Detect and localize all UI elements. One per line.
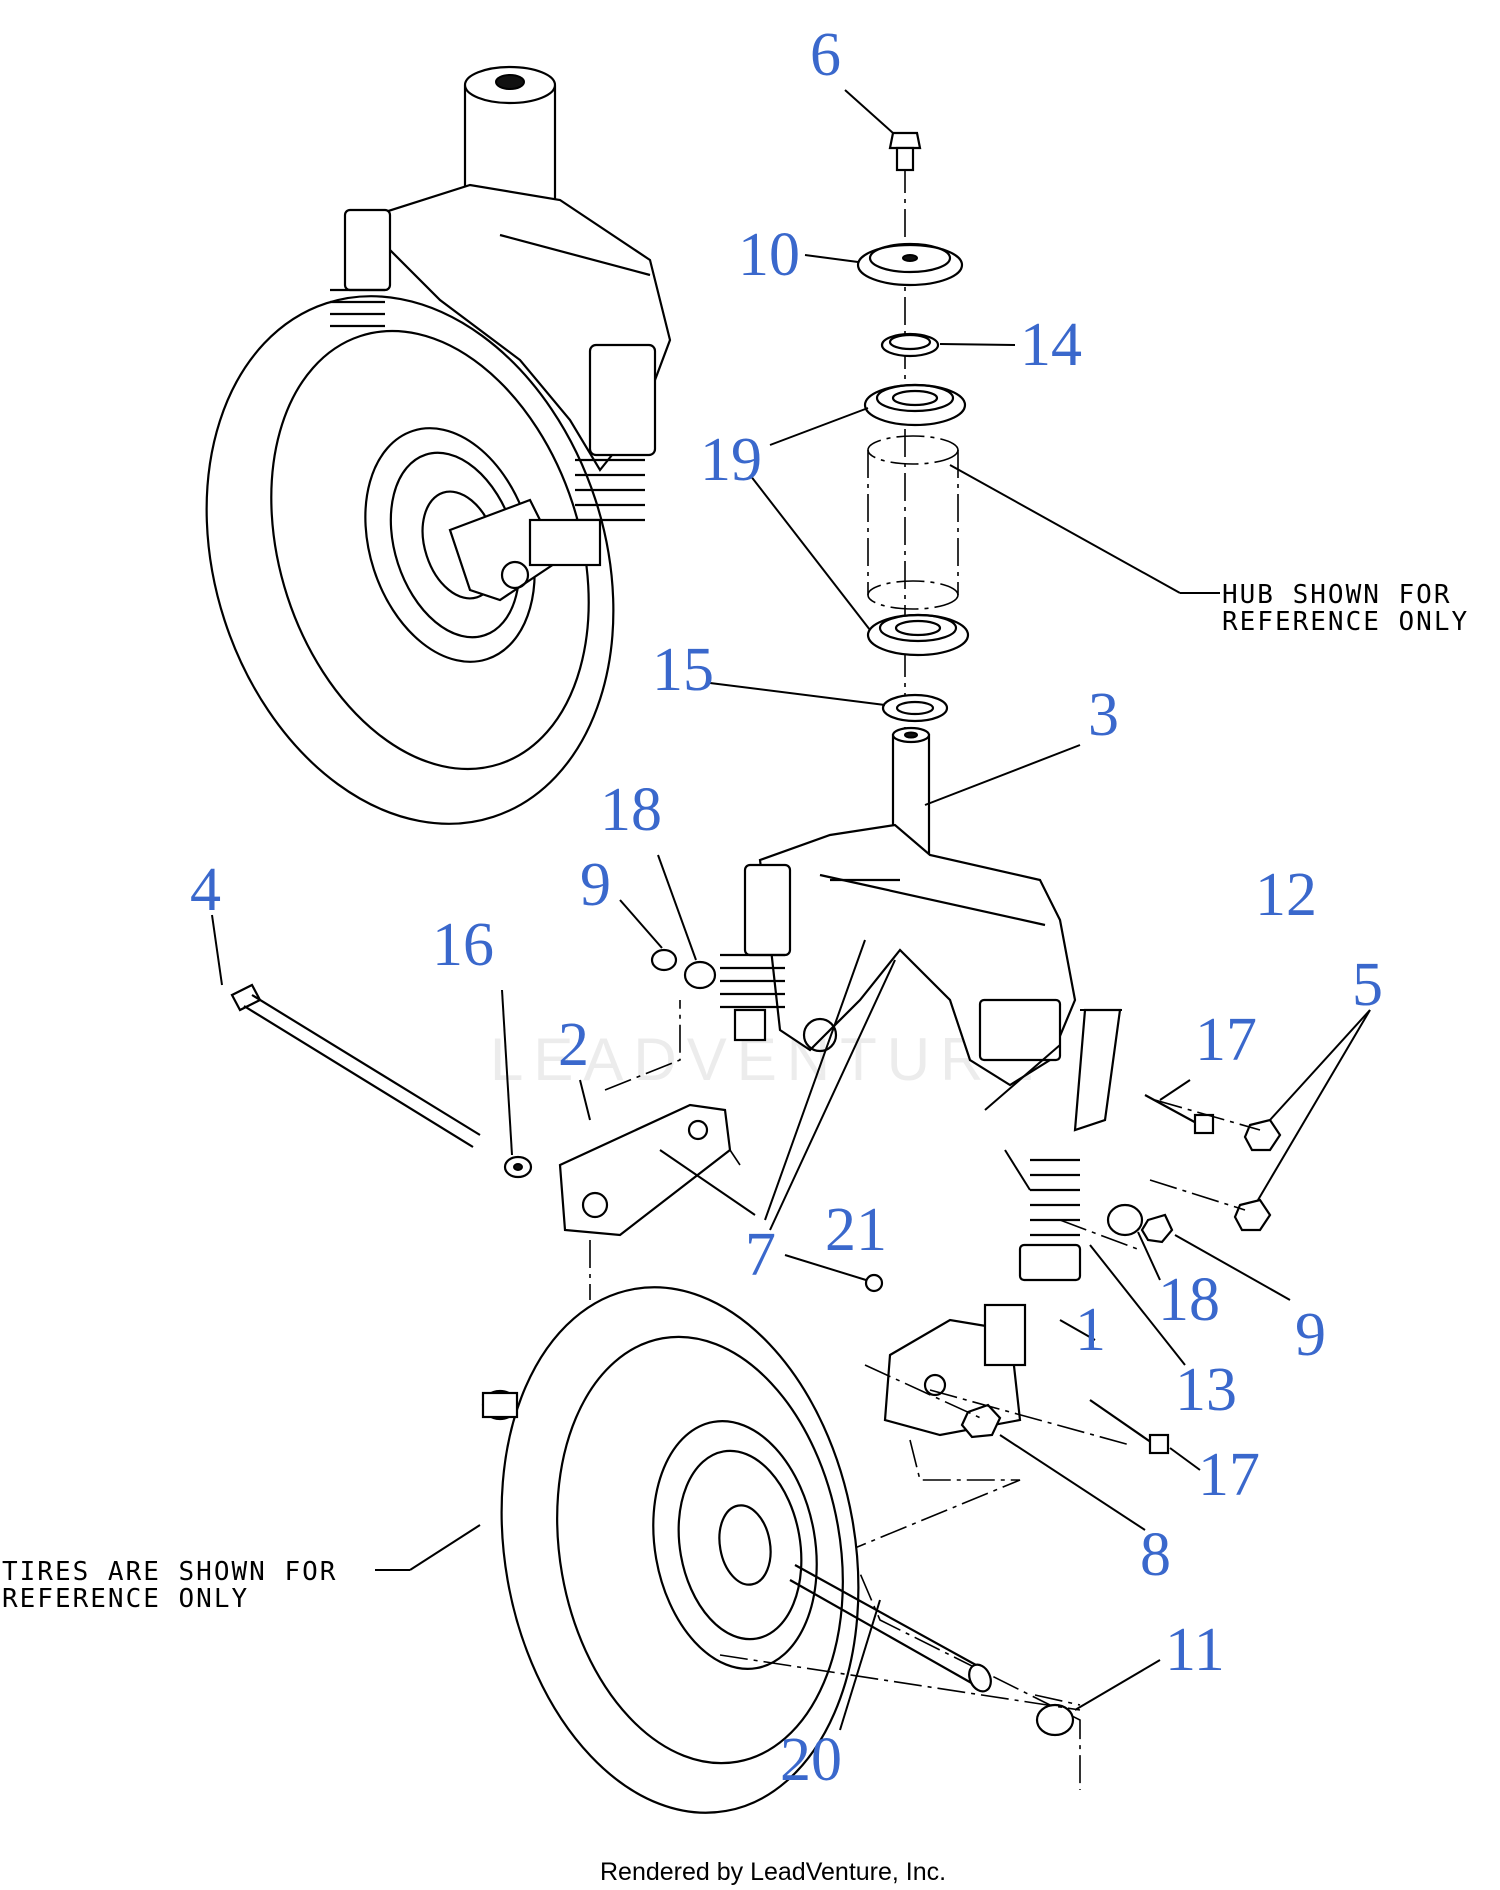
callout-9-right: 9 xyxy=(1295,1301,1326,1369)
callout-11: 11 xyxy=(1165,1616,1225,1684)
footer-credit: Rendered by LeadVenture, Inc. xyxy=(600,1858,946,1886)
callout-numbers: 1 2 3 4 5 6 7 8 9 9 10 11 12 13 14 15 16… xyxy=(190,21,1383,1794)
callout-1: 1 xyxy=(1075,1296,1106,1364)
bottom-wheel-assembly xyxy=(481,1286,1081,1814)
callout-16: 16 xyxy=(432,911,494,979)
callout-18-right: 18 xyxy=(1158,1266,1220,1334)
callout-5: 5 xyxy=(1352,951,1383,1019)
callout-2: 2 xyxy=(558,1011,589,1079)
callout-21: 21 xyxy=(825,1196,887,1264)
hub-stack xyxy=(856,131,970,760)
callout-6: 6 xyxy=(810,21,841,89)
tires-note-line2: REFERENCE ONLY xyxy=(2,1584,249,1614)
callout-14: 14 xyxy=(1020,311,1082,379)
callout-15: 15 xyxy=(652,636,714,704)
callout-4: 4 xyxy=(190,856,221,924)
callout-12: 12 xyxy=(1255,861,1317,929)
callout-19: 19 xyxy=(700,426,762,494)
callout-9-left: 9 xyxy=(580,851,611,919)
callout-13: 13 xyxy=(1175,1356,1237,1424)
callout-18-left: 18 xyxy=(600,776,662,844)
hub-note-line2: REFERENCE ONLY xyxy=(1222,607,1469,637)
hub-note-line1: HUB SHOWN FOR xyxy=(1222,580,1452,610)
callout-7: 7 xyxy=(745,1221,776,1289)
reference-caster-assembly xyxy=(205,65,672,825)
main-fork-assembly xyxy=(230,726,1282,1790)
callout-10: 10 xyxy=(738,221,800,289)
callout-17-upper: 17 xyxy=(1195,1006,1257,1074)
leader-lines xyxy=(211,89,1371,1731)
tires-note-line1: TIRES ARE SHOWN FOR xyxy=(2,1557,337,1587)
callout-20: 20 xyxy=(780,1726,842,1794)
callout-3: 3 xyxy=(1088,681,1119,749)
callout-17-lower: 17 xyxy=(1198,1441,1260,1509)
callout-8: 8 xyxy=(1140,1521,1171,1589)
